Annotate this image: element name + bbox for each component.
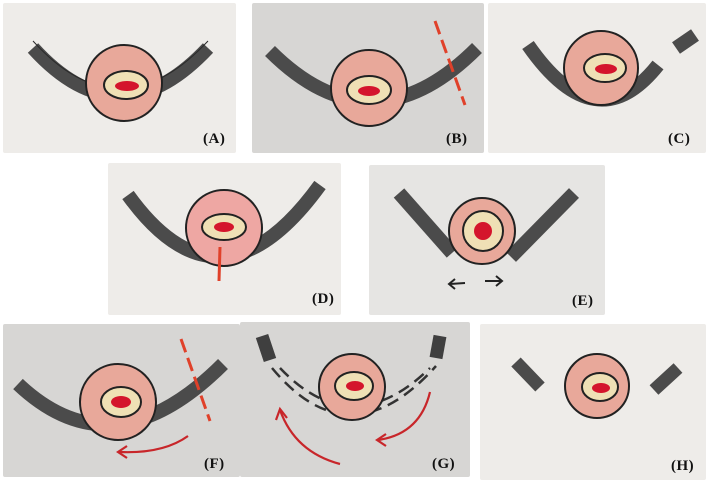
band-end-right [429, 334, 447, 360]
panel-a: (A) [3, 3, 236, 153]
panel-g-drawing [255, 333, 447, 466]
core [358, 86, 380, 96]
core [592, 383, 610, 393]
core [214, 222, 234, 232]
core [346, 381, 364, 391]
panel-label: (H) [671, 458, 695, 474]
panel-label: (D) [312, 291, 335, 307]
panel-a-drawing [27, 40, 214, 122]
panel-f-drawing [13, 338, 228, 459]
band-cut-end [672, 29, 699, 54]
panel-e-drawing [393, 188, 579, 290]
band-end-left [255, 333, 277, 363]
motion-arrow-left [447, 278, 466, 290]
rotation-arrow-left [278, 409, 341, 466]
motion-arrow-right [485, 275, 504, 287]
panel-h: (H) [480, 324, 706, 480]
panel-d: (D) [108, 163, 341, 315]
panel-f: (F) [3, 324, 240, 477]
cut-line [217, 246, 222, 282]
panel-label: (A) [203, 131, 226, 147]
panel-g: (G) [240, 322, 470, 477]
core [115, 81, 139, 91]
panel-label: (G) [432, 456, 456, 472]
panel-c-drawing [522, 29, 699, 107]
panel-b-drawing [265, 20, 482, 127]
panel-e: (E) [369, 165, 605, 315]
panel-b: (B) [252, 3, 484, 153]
rotation-arrow-right [377, 391, 432, 442]
panel-label: (C) [668, 131, 691, 147]
band-fragment-right [649, 363, 683, 395]
cut-line [179, 338, 212, 422]
panel-label: (F) [204, 456, 225, 472]
cut-line [433, 20, 467, 106]
panel-d-drawing [122, 180, 326, 282]
core [595, 64, 617, 74]
panel-label: (E) [572, 293, 594, 309]
band-right [506, 188, 579, 262]
panel-c: (C) [488, 3, 706, 153]
band-left [393, 188, 458, 258]
core [474, 222, 492, 240]
panel-label: (B) [446, 131, 468, 147]
band-fragment-left [511, 357, 545, 392]
panel-h-drawing [511, 353, 683, 419]
rotation-arrow [118, 435, 189, 454]
core [111, 396, 131, 408]
